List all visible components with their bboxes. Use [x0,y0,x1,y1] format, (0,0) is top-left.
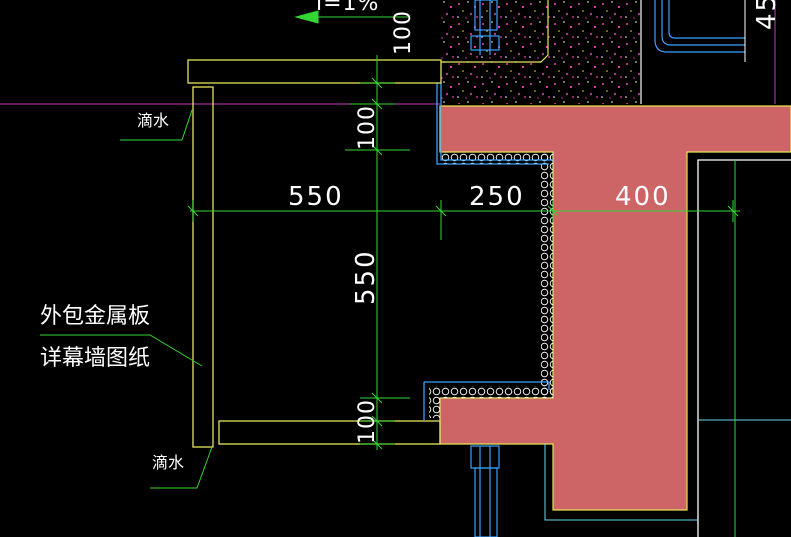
insulation-strip-top [441,152,553,164]
bottom-metal-cap [218,420,441,445]
dimension-lines [187,10,740,537]
drip-label-top: 滴水 [137,111,169,130]
leader-lines [40,109,213,489]
top-mullion-icon [470,0,500,55]
dim-right-partial: 45 [752,0,782,30]
dim-lower-thickness: 100 [355,399,380,444]
slope-label: i=1% [316,0,379,16]
drip-label-bottom: 滴水 [152,453,184,472]
dim-top-partial: 100 [391,10,416,55]
precast-panel-hatch [441,0,641,104]
top-metal-cap [187,59,442,84]
dim-main-height: 550 [351,249,381,305]
cladding-note-line1: 外包金属板 [40,304,150,329]
dim-upper-thickness: 100 [355,105,380,150]
dim-right-width: 400 [615,182,671,212]
top-right-duct-icon [654,0,745,53]
dim-middle-width: 250 [469,182,525,212]
vertical-metal-panel [192,86,214,448]
insulation-strip-vertical [541,152,553,398]
lower-wall-outline [544,444,698,521]
bottom-mullion-icon [470,445,500,537]
waterproof-membrane [423,83,553,420]
wall-outline [697,159,791,537]
concrete-beam-section [439,105,791,511]
panel-bottom-edge [441,0,549,63]
insulation-strip-bottom [429,386,553,398]
dim-left-width: 550 [288,182,344,212]
insulation-strip-corner [429,398,441,418]
cladding-note-line2: 详幕墙图纸 [40,346,150,371]
